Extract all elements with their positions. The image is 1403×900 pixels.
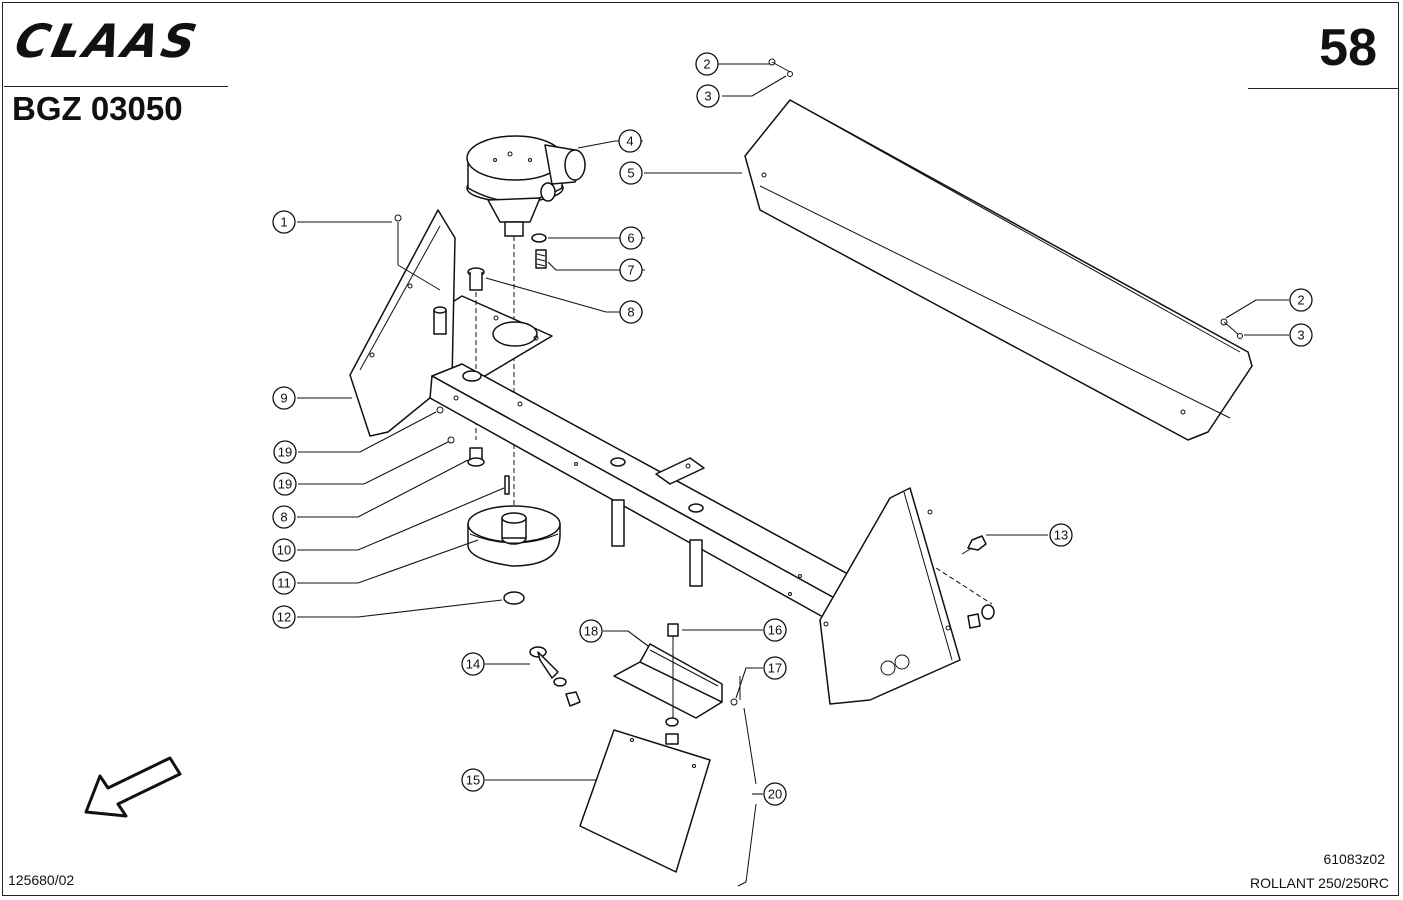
- callout-16: 16: [763, 618, 787, 642]
- callout-1: 1: [272, 210, 296, 234]
- footer-drawing-code: 61083z02: [1323, 851, 1385, 867]
- callout-label: 20: [768, 787, 782, 802]
- callout-label: 17: [768, 661, 782, 676]
- page-number: 58: [1319, 19, 1377, 77]
- callout-label: 9: [280, 391, 287, 406]
- callout-label: 4: [626, 134, 633, 149]
- callout-label: 8: [280, 510, 287, 525]
- callout-15: 15: [461, 768, 485, 792]
- hex-bolt: [935, 535, 995, 629]
- footer-model: ROLLANT 250/250RC: [1249, 875, 1389, 891]
- callout-8-bottom: 8: [272, 505, 296, 529]
- callout-label: 12: [277, 610, 291, 625]
- callout-13: 13: [1049, 523, 1073, 547]
- callout-label: 8: [627, 305, 634, 320]
- leader-lines: [297, 63, 1289, 795]
- callout-19-b: 19: [273, 472, 297, 496]
- callout-label: 3: [1297, 328, 1304, 343]
- callout-20: 20: [763, 782, 787, 806]
- callout-17: 17: [763, 656, 787, 680]
- bolt: [535, 249, 547, 269]
- callout-18: 18: [579, 619, 603, 643]
- small-screw: [436, 406, 444, 414]
- callout-11: 11: [272, 571, 296, 595]
- callout-6: 6: [619, 226, 643, 250]
- callout-19-a: 19: [273, 440, 297, 464]
- callout-14: 14: [461, 652, 485, 676]
- callout-label: 18: [584, 624, 598, 639]
- rubber-flap: [579, 729, 711, 873]
- bushing-bottom: [467, 447, 485, 467]
- callout-label: 11: [277, 576, 291, 591]
- document-id: BGZ 03050: [12, 90, 183, 127]
- bracket-bolt: [665, 623, 679, 745]
- circlip: [503, 591, 525, 605]
- cover-panel: [744, 99, 1253, 441]
- screw-top: [768, 58, 793, 77]
- callout-10: 10: [272, 538, 296, 562]
- callout-label: 5: [627, 166, 634, 181]
- callout-2-right: 2: [1289, 288, 1313, 312]
- callout-12: 12: [272, 605, 296, 629]
- callout-label: 16: [768, 623, 782, 638]
- callout-4: 4: [618, 129, 642, 153]
- beam-bracket: [655, 457, 705, 485]
- callout-9: 9: [272, 386, 296, 410]
- header-rule-right: [1248, 88, 1398, 89]
- callout-2-top: 2: [695, 52, 719, 76]
- callout-7: 7: [619, 258, 643, 282]
- small-nut: [447, 436, 455, 444]
- screw-right: [1220, 318, 1243, 339]
- callout-label: 10: [277, 543, 291, 558]
- callout-label: 15: [466, 773, 480, 788]
- main-frame-beam: [429, 363, 871, 623]
- callout-3-top: 3: [696, 84, 720, 108]
- arrow-down-left-icon: [84, 756, 182, 818]
- callout-label: 13: [1054, 528, 1068, 543]
- washer: [531, 233, 547, 243]
- gearbox: [466, 135, 586, 237]
- footer-left-code: 125680/02: [8, 872, 75, 888]
- support-posts: [610, 457, 704, 587]
- carriage-bolt: [529, 646, 581, 707]
- callout-label: 3: [704, 89, 711, 104]
- lock-nut: [730, 698, 738, 706]
- callout-8-top: 8: [619, 300, 643, 324]
- callout-label: 19: [278, 477, 292, 492]
- callout-label: 2: [703, 57, 710, 72]
- group-bracket-line: [737, 676, 757, 887]
- callout-label: 14: [466, 657, 480, 672]
- pin: [394, 214, 447, 335]
- callout-label: 1: [280, 215, 287, 230]
- callout-label: 6: [627, 231, 634, 246]
- right-side-plate: [819, 487, 961, 705]
- bearing-bowl: [467, 505, 561, 567]
- roll-pin: [504, 475, 510, 495]
- callout-label: 2: [1297, 293, 1304, 308]
- bushing-top: [467, 267, 485, 291]
- callout-label: 7: [627, 263, 634, 278]
- header-rule-left: [4, 86, 228, 87]
- callout-5: 5: [619, 161, 643, 185]
- callout-3-right: 3: [1289, 323, 1313, 347]
- callout-label: 19: [278, 445, 292, 460]
- mounting-bracket: [613, 643, 723, 719]
